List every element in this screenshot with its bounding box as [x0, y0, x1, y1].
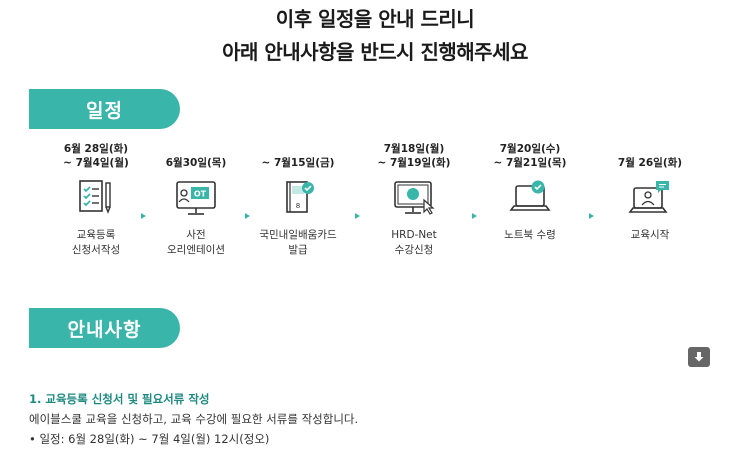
step-label-line1: 사전 [186, 229, 206, 241]
headline-line2: 아래 안내사항을 반드시 진행해주세요 [222, 40, 528, 64]
svg-text:8: 8 [296, 202, 300, 210]
step-registration: 6월 28일(화) ~ 7월4일(월) 교육등록 신청서작성 [36, 140, 156, 258]
step-date-end: 6월30일(목) [165, 157, 227, 169]
card-check-icon: 8 [286, 181, 314, 213]
step-label-line2: 발급 [288, 244, 308, 256]
step-training-start: 7월 26일(화) 교육시작 [590, 140, 710, 243]
step-card-issue: ~ 7월15일(금) 8 국민내일배움카드 발급 [238, 140, 358, 258]
schedule-section-label: 일정 [29, 89, 180, 129]
step-label-line2: 신청서작성 [71, 244, 121, 256]
step-date-end: ~ 7월4일(월) [63, 157, 129, 169]
step-date-end: ~ 7월15일(금) [261, 157, 335, 169]
step-arrow-icon [472, 213, 477, 219]
step-arrow-icon [245, 213, 250, 219]
laptop-check-icon [509, 180, 551, 211]
step-arrow-icon [589, 213, 594, 219]
notice-item-title: 1. 교육등록 신청서 및 필요서류 작성 [29, 392, 210, 406]
step-date-start: 7월18일(월) [383, 143, 445, 155]
notice-section-label: 안내사항 [29, 308, 180, 348]
monitor-click-icon [394, 181, 435, 215]
step-label-line1: 국민내일배움카드 [259, 229, 337, 241]
step-orientation: 6월30일(목) OT 사전 오리엔테이션 [136, 140, 256, 258]
step-date-start: 7월20일(수) [499, 143, 561, 155]
step-date-start: 6월 28일(화) [63, 143, 129, 155]
download-icon [694, 352, 704, 362]
step-arrow-icon [141, 213, 146, 219]
step-label-line2: 오리엔테이션 [167, 244, 225, 256]
step-label-line1: HRD-Net [391, 229, 437, 241]
ot-badge: OT [194, 190, 207, 199]
notice-item-description: 에이블스쿨 교육을 신청하고, 교육 수강에 필요한 서류를 작성합니다. [29, 412, 359, 426]
step-hrd-net: 7월18일(월) ~ 7월19일(화) HRD-Net 수강신청 [354, 140, 474, 258]
download-button[interactable] [688, 347, 710, 367]
step-label-line2: 수강신청 [394, 244, 434, 256]
monitor-ot-icon: OT [176, 181, 216, 215]
step-date-end: ~ 7월19일(화) [377, 157, 451, 169]
notice-item-schedule: • 일정: 6월 28일(화) ~ 7월 4일(월) 12시(정오) [29, 432, 270, 446]
step-label-line1: 노트북 수령 [504, 229, 556, 241]
laptop-chat-icon [628, 181, 669, 213]
step-date-end: ~ 7월21일(목) [493, 157, 567, 169]
step-date-end: 7월 26일(화) [617, 157, 683, 169]
headline-line1: 이후 일정을 안내 드리니 [275, 7, 475, 31]
step-label-line1: 교육등록 [76, 229, 116, 241]
step-arrow-icon [355, 213, 360, 219]
step-label-line1: 교육시작 [630, 229, 670, 241]
step-laptop-receipt: 7월20일(수) ~ 7월21일(목) 노트북 수령 [470, 140, 590, 243]
document-pen-icon [79, 180, 111, 214]
